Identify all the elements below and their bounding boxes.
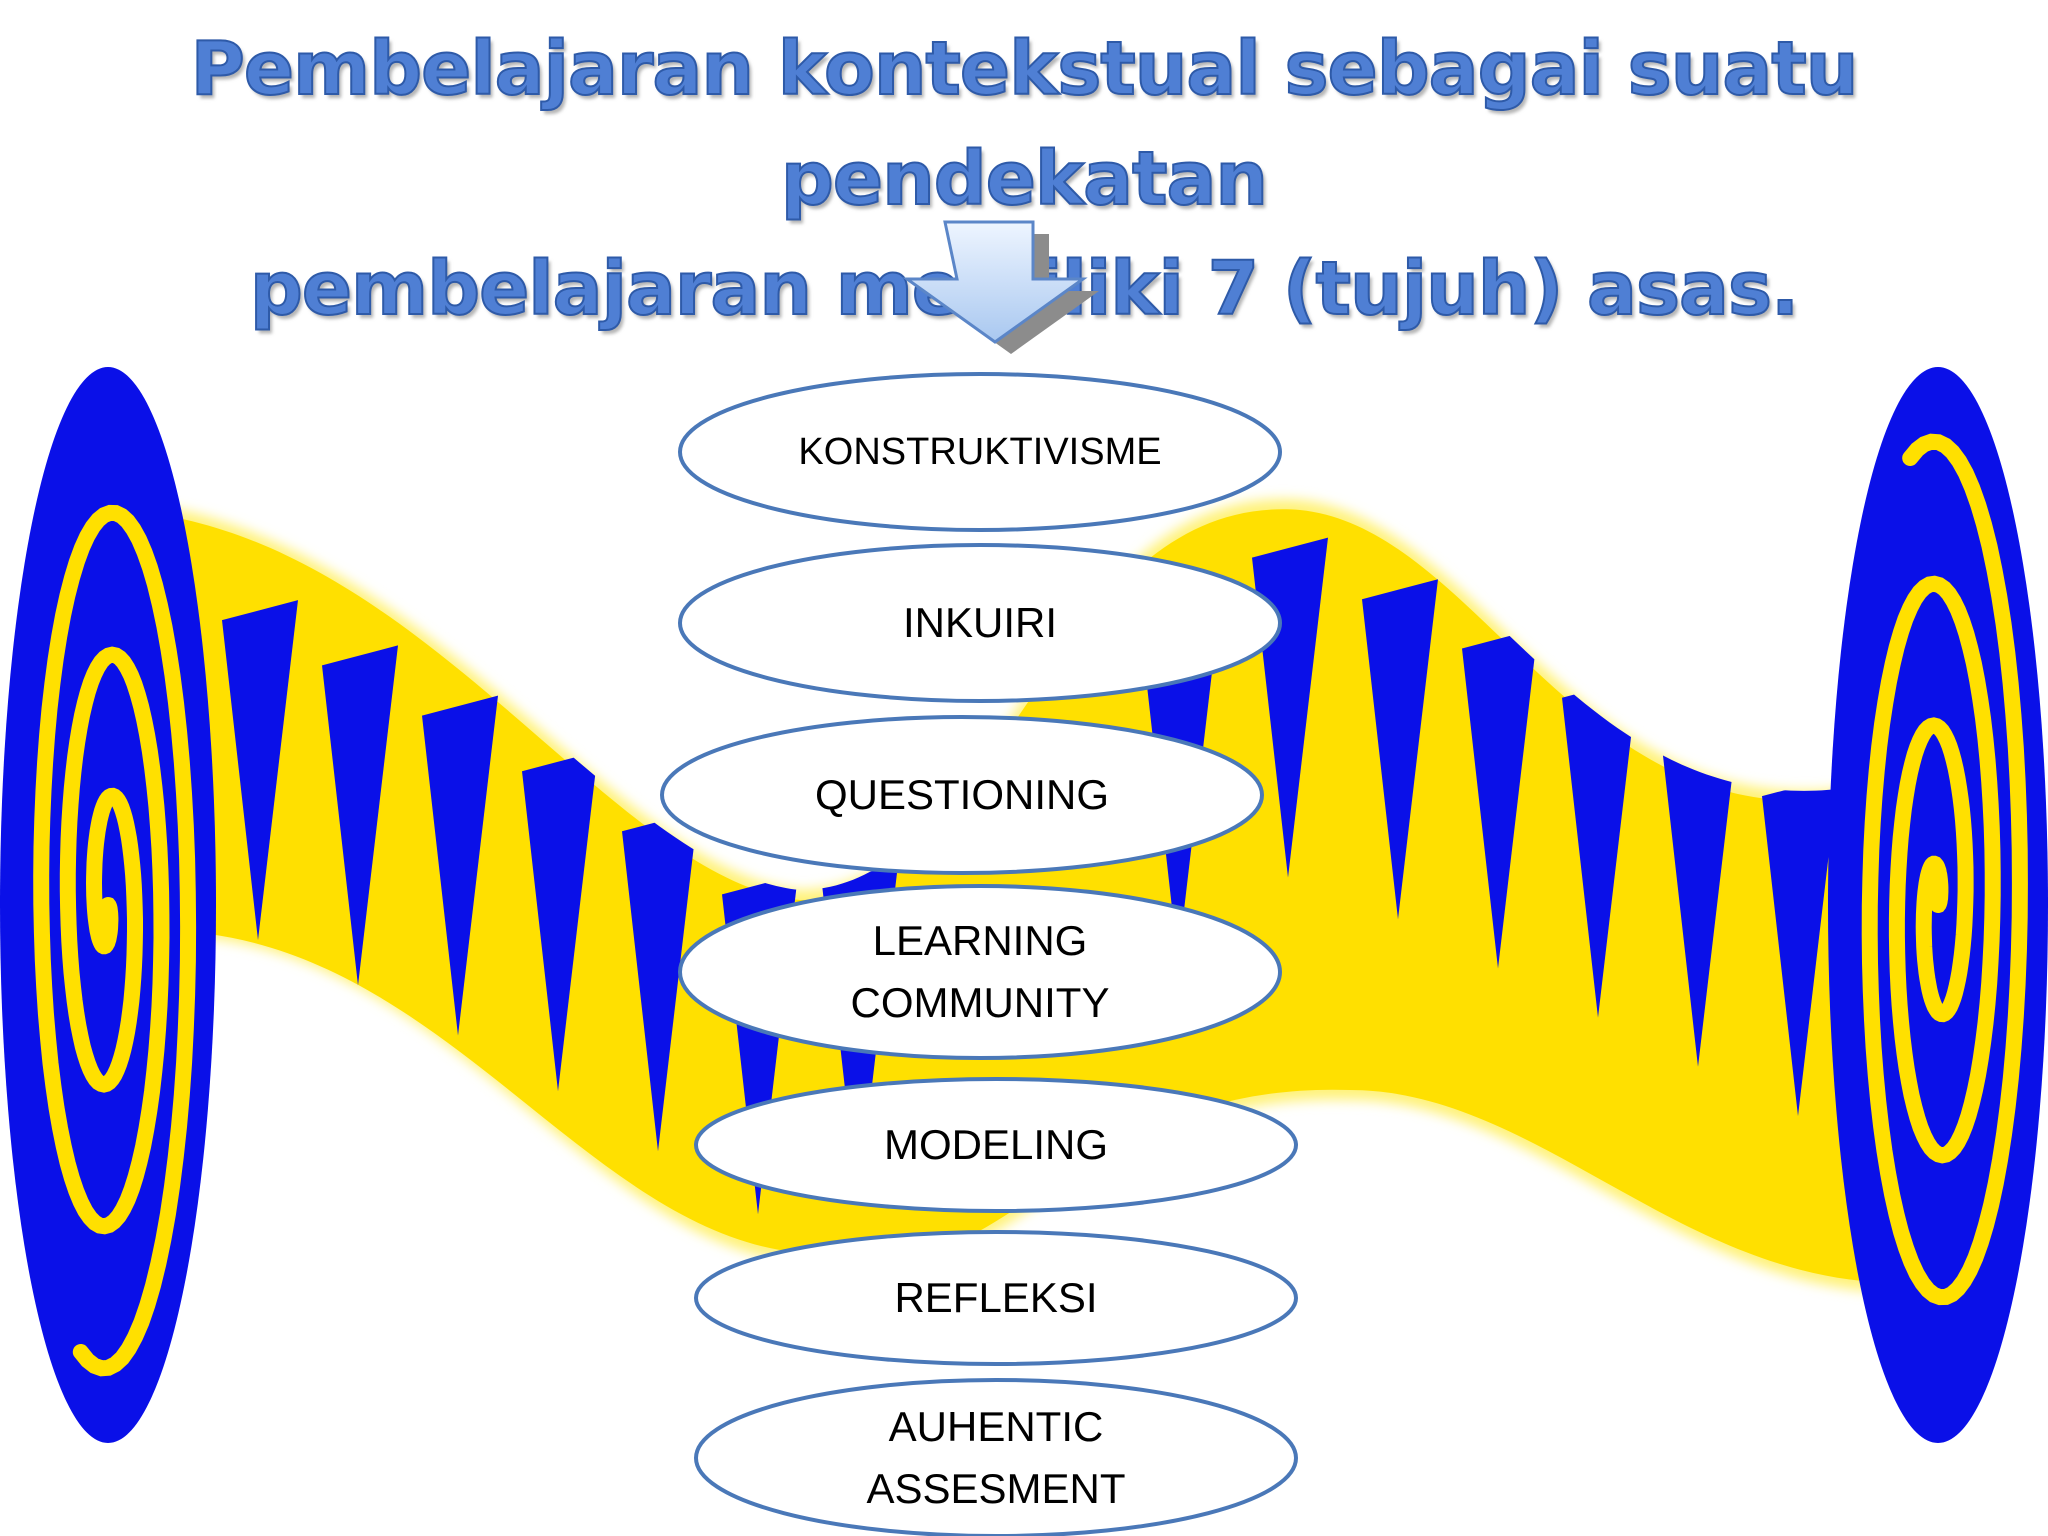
asas-ellipse (694, 1077, 1298, 1213)
asas-label: LEARNING COMMUNITY (850, 917, 1110, 1026)
asas-label: INKUIRI (902, 599, 1057, 646)
asas-label: MODELING (883, 1121, 1109, 1168)
down-arrow-icon (902, 220, 1099, 354)
asas-label: QUESTIONING (814, 771, 1110, 818)
band-tooth (1762, 776, 1838, 1117)
band-tooth (1662, 726, 1738, 1067)
asas-label: AUHENTIC ASSESMENT (866, 1403, 1126, 1512)
band-tooth (1362, 579, 1438, 920)
asas-ellipse (694, 1378, 1298, 1536)
band-tooth (222, 600, 298, 941)
asas-list (660, 372, 1298, 1536)
band-tooth (322, 645, 398, 986)
title-line-1: Pembelajaran kontekstual sebagai suatu p… (190, 25, 1860, 223)
asas-ellipse (660, 715, 1264, 875)
spiral-disc-right-icon (1828, 367, 2048, 1443)
spiral-disc-left-icon (0, 367, 216, 1443)
band-tooth (1462, 628, 1538, 969)
asas-ellipse (694, 1230, 1298, 1366)
band-tooth (422, 695, 498, 1036)
asas-ellipse (678, 543, 1282, 703)
band-tooth (1562, 677, 1638, 1018)
asas-label: REFLEKSI (894, 1274, 1098, 1321)
band-tooth (522, 751, 598, 1092)
page-title: Pembelajaran kontekstual sebagai suatu p… (0, 14, 2048, 344)
band-tooth (622, 811, 698, 1152)
asas-label: KONSTRUKTIVISME (798, 431, 1162, 473)
asas-ellipse (678, 372, 1282, 532)
asas-ellipse (678, 884, 1282, 1060)
